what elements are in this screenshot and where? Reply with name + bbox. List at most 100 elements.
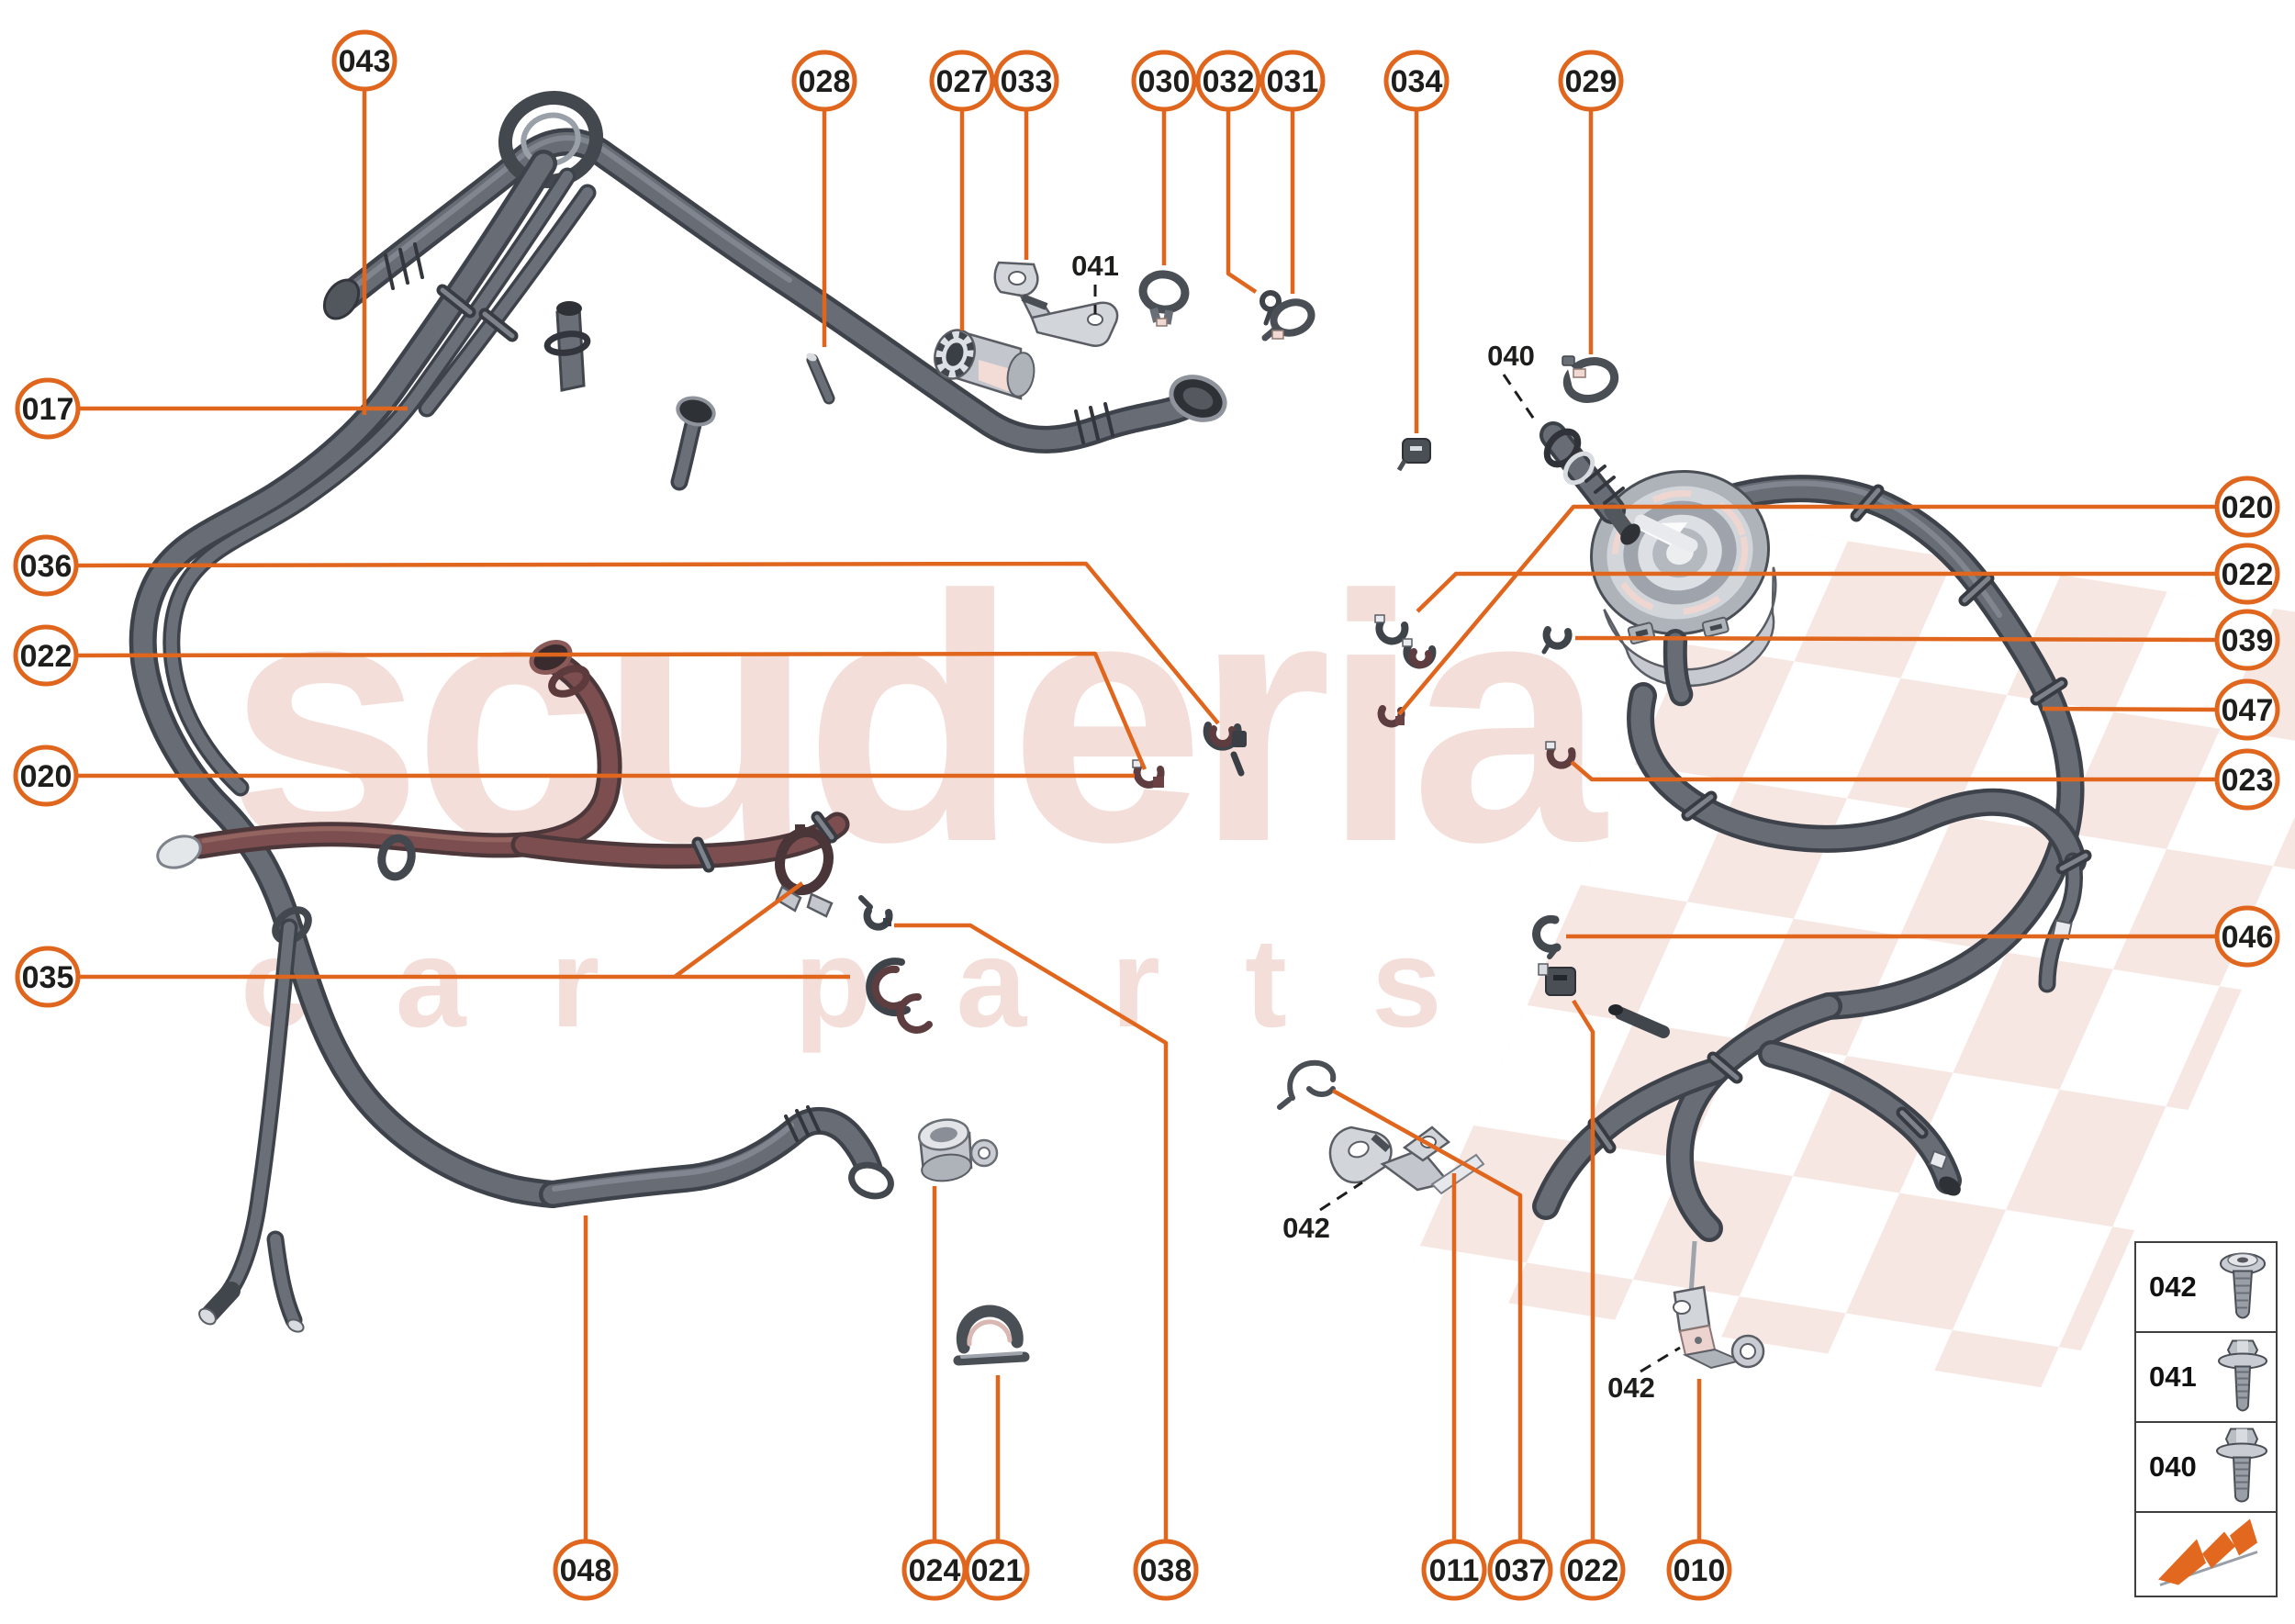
svg-text:039: 039 [2222, 623, 2274, 658]
dashed-pointer-042a [1319, 1181, 1363, 1212]
svg-text:011: 011 [1429, 1553, 1480, 1588]
legend-row-040[interactable]: 040 [2136, 1423, 2276, 1513]
callout-036[interactable]: 036 [13, 534, 79, 597]
callout-022-left[interactable]: 022 [13, 624, 79, 687]
svg-text:017: 017 [22, 392, 74, 427]
callout-017[interactable]: 017 [15, 377, 81, 440]
svg-text:035: 035 [22, 960, 74, 995]
svg-text:021: 021 [971, 1553, 1024, 1588]
svg-text:022: 022 [2222, 557, 2274, 592]
callout-021[interactable]: 021 [964, 1539, 1030, 1601]
svg-text:034: 034 [1391, 64, 1443, 99]
legend-logo-cell [2136, 1513, 2276, 1601]
inline-label-042a[interactable]: 042 [1282, 1212, 1330, 1244]
part-drawing-clamp-031 [1261, 298, 1315, 342]
svg-text:028: 028 [799, 64, 851, 99]
callout-047[interactable]: 047 [2214, 678, 2280, 741]
callout-029[interactable]: 029 [1558, 50, 1624, 112]
callout-046[interactable]: 046 [2214, 905, 2280, 968]
leader-047 [2042, 706, 2217, 712]
callout-010[interactable]: 010 [1666, 1539, 1732, 1601]
dashed-pointer-042b [1640, 1346, 1681, 1373]
part-drawing-cring-046 [1532, 914, 1562, 959]
part-drawing-clip-pair-022 [1374, 614, 1437, 669]
leader-022-right [1416, 571, 2216, 613]
inline-label-040[interactable]: 040 [1487, 340, 1535, 372]
callout-022-bottom[interactable]: 022 [1560, 1539, 1626, 1601]
legend-row-041[interactable]: 041 [2136, 1333, 2276, 1423]
part-drawing-connector-040 [1539, 421, 1640, 545]
callout-020-right[interactable]: 020 [2214, 476, 2280, 538]
part-drawing-clip-020-centre [1377, 705, 1405, 728]
part-drawing-clamp-023 [1545, 741, 1576, 769]
hex-flange-bolt-icon [2217, 1338, 2268, 1417]
part-drawing-clip-035 [866, 958, 933, 1034]
legend-label-042: 042 [2149, 1271, 2197, 1303]
part-drawing-hose-043 [322, 128, 1227, 454]
svg-text:010: 010 [1674, 1553, 1726, 1588]
hex-flange-bolt-large-icon [2215, 1427, 2268, 1508]
hose-artwork-layer [129, 90, 2092, 1333]
svg-text:020: 020 [20, 759, 73, 794]
callout-034[interactable]: 034 [1383, 50, 1450, 112]
svg-text:033: 033 [1001, 64, 1053, 99]
callout-037[interactable]: 037 [1487, 1539, 1553, 1601]
svg-text:024: 024 [909, 1553, 961, 1588]
callout-031[interactable]: 031 [1259, 50, 1326, 112]
part-drawing-squareclip-022 [1538, 963, 1576, 996]
leader-022-left [76, 651, 1148, 770]
svg-text:047: 047 [2222, 693, 2274, 728]
part-drawing-lower-left-branch [198, 918, 305, 1333]
part-drawing-pipes-017 [129, 150, 597, 1208]
callouts-layer: 043 028 027 033 030 032 031 034 029 017 … [13, 29, 2280, 1601]
legend-label-040: 040 [2149, 1450, 2197, 1483]
inline-label-041[interactable]: 041 [1071, 250, 1119, 282]
legend-label-041: 041 [2149, 1361, 2197, 1393]
svg-text:022: 022 [1567, 1553, 1619, 1588]
callout-030[interactable]: 030 [1131, 50, 1197, 112]
callout-048[interactable]: 048 [553, 1539, 619, 1601]
part-drawing-clamp-036 [1203, 722, 1247, 777]
disc-inlet-pipe [1634, 514, 1698, 553]
part-drawing-grommet-034 [1396, 438, 1431, 472]
scuderia-arrow-logo-icon [2155, 1518, 2263, 1596]
small-parts-layer [775, 261, 1765, 1370]
callout-039[interactable]: 039 [2214, 609, 2280, 671]
part-drawing-clip-022-centre [1132, 759, 1165, 789]
part-drawing-red-hose-020 [156, 640, 850, 881]
callout-024[interactable]: 024 [901, 1539, 968, 1601]
callout-038[interactable]: 038 [1133, 1539, 1199, 1601]
callout-035[interactable]: 035 [15, 946, 81, 1008]
part-drawing-bracket-033 [993, 261, 1119, 347]
callout-020-left[interactable]: 020 [13, 745, 79, 807]
callout-023[interactable]: 023 [2214, 748, 2280, 811]
callout-027[interactable]: 027 [929, 50, 995, 112]
svg-text:023: 023 [2222, 763, 2274, 798]
dashed-pointer-040 [1502, 374, 1537, 421]
part-drawing-clip-032 [1259, 290, 1282, 326]
part-drawing-clip-038 [858, 895, 893, 931]
legend-row-042[interactable]: 042 [2136, 1243, 2276, 1333]
callout-022-right[interactable]: 022 [2214, 543, 2280, 605]
callout-028[interactable]: 028 [791, 50, 857, 112]
svg-text:030: 030 [1138, 64, 1191, 99]
callout-032[interactable]: 032 [1195, 50, 1261, 112]
callout-011[interactable]: 011 [1421, 1539, 1487, 1601]
part-drawing-hose-048 [539, 1105, 894, 1208]
part-drawing-top-fittings [543, 301, 716, 491]
svg-text:022: 022 [20, 639, 73, 674]
svg-text:031: 031 [1267, 64, 1319, 99]
svg-text:043: 043 [339, 44, 391, 79]
leader-020-right [1397, 504, 2216, 716]
fasteners-legend-box: 042 041 [2134, 1241, 2278, 1597]
part-drawing-coupler-027 [934, 329, 1036, 400]
inline-label-042b[interactable]: 042 [1607, 1372, 1655, 1404]
part-drawing-clamp-029 [1562, 355, 1619, 403]
callout-043[interactable]: 043 [331, 29, 397, 92]
svg-text:029: 029 [1565, 64, 1618, 99]
svg-text:046: 046 [2222, 920, 2274, 955]
callout-033[interactable]: 033 [993, 50, 1059, 112]
part-drawing-saddle-021 [953, 1305, 1030, 1366]
pan-head-screw-icon [2217, 1249, 2268, 1326]
